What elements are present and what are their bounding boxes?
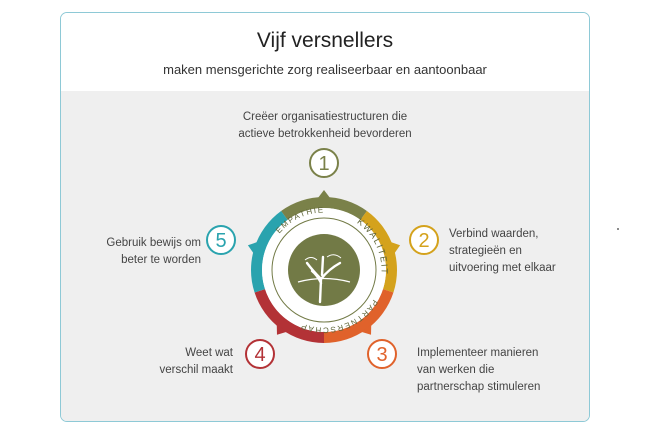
badge-circle-3 (367, 339, 397, 369)
badge-number-5: 5 (215, 230, 226, 252)
wheel-pointer-1 (317, 190, 331, 199)
wheel-segments (247, 190, 401, 343)
accelerator-4-text: Weet wat verschil maakt (121, 345, 234, 379)
badge-number-1: 1 (318, 153, 329, 175)
wheel-pointer-3 (361, 324, 372, 335)
wheel-segment-5 (251, 210, 288, 293)
wheel-pointer-2 (390, 241, 401, 254)
wheel-segment-2 (360, 210, 397, 293)
accelerator-4-line-1: Weet wat (185, 347, 233, 359)
number-badges: 1 2 3 4 5 (206, 148, 439, 369)
page-title: Vijf versnellers (256, 29, 394, 52)
badge-number-2: 2 (418, 230, 429, 252)
wheel-pointer-5 (247, 241, 258, 254)
accelerator-5-line-1: Gebruik bewijs om (106, 237, 201, 249)
wheel-segment-4 (254, 289, 324, 343)
number-badge-4: 4 (245, 339, 275, 369)
accelerator-1-text: Creëer organisatiestructuren die actieve… (61, 109, 589, 143)
badge-number-4: 4 (254, 344, 265, 366)
accelerator-2-text: Verbind waarden, strategieën en uitvoeri… (449, 226, 579, 277)
tree-icon (288, 234, 360, 306)
page-subtitle: maken mensgerichte zorg realiseerbaar en… (163, 62, 487, 77)
header: Vijf versnellers maken mensgerichte zorg… (61, 13, 589, 91)
accelerator-4-line-2: verschil maakt (159, 364, 234, 376)
accelerator-3-line-3: partnerschap stimuleren (417, 381, 541, 393)
accelerator-5-text: Gebruik bewijs om beter te worden (71, 235, 201, 269)
badge-circle-5 (206, 225, 236, 255)
badge-circle-2 (409, 225, 439, 255)
stray-dot (617, 228, 619, 230)
wheel-segment-3 (324, 289, 394, 343)
number-badge-5: 5 (206, 225, 236, 255)
accelerator-2-line-1: Verbind waarden, (449, 228, 539, 240)
number-badge-3: 3 (367, 339, 397, 369)
accelerator-3-line-1: Implementeer manieren (417, 347, 539, 359)
badge-circle-4 (245, 339, 275, 369)
accelerator-1-line-2: actieve betrokkenheid bevorderen (238, 128, 412, 140)
accelerator-2-line-3: uitvoering met elkaar (449, 262, 556, 274)
wheel-pointer-4 (276, 324, 287, 335)
accelerator-3-line-2: van werken die (417, 364, 495, 376)
accelerator-1-line-1: Creëer organisatiestructuren die (242, 111, 408, 123)
accelerator-2-line-2: strategieën en (449, 245, 522, 257)
badge-circle-1 (309, 148, 339, 178)
wheel-segment-1 (281, 196, 367, 220)
inner-ring-line (271, 217, 377, 323)
number-badge-2: 2 (409, 225, 439, 255)
infographic-card: Vijf versnellers maken mensgerichte zorg… (60, 12, 590, 422)
accelerator-5-line-2: beter te worden (121, 254, 201, 266)
number-badge-1: 1 (309, 148, 339, 178)
badge-number-3: 3 (376, 344, 387, 366)
accelerator-3-text: Implementeer manieren van werken die par… (417, 345, 587, 396)
